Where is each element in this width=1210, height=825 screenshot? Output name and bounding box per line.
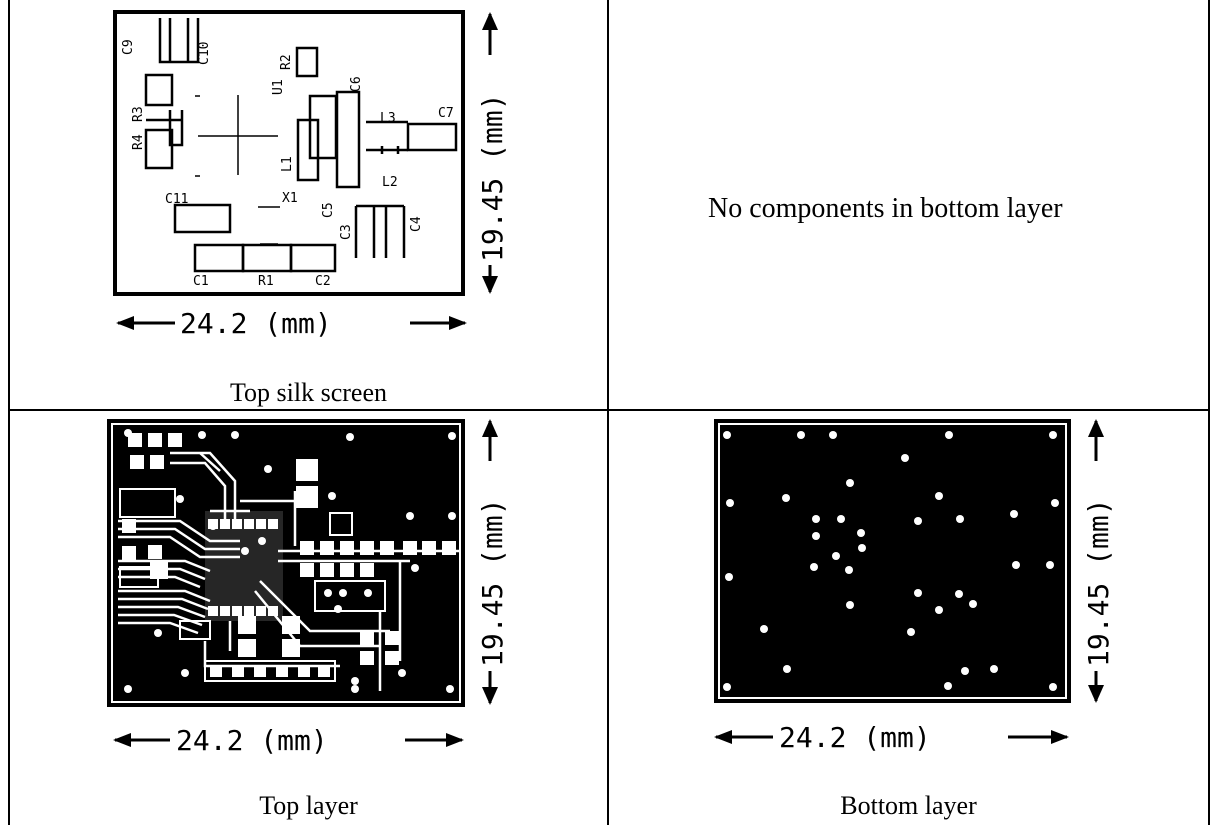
refdes-l2: L2	[382, 175, 398, 190]
refdes-c1: C1	[193, 274, 209, 289]
panel-top-silk-screen: C9 C10 R2 U1 C6 R3 R4 L3 C7 L1 L2 X1 C11…	[10, 0, 607, 409]
via-holes	[723, 431, 1059, 691]
height-label: 19.45 (mm)	[1082, 498, 1115, 667]
table-border-right	[1208, 0, 1210, 825]
height-dimension: 19.45 (mm)	[476, 12, 509, 294]
width-dimension: 24.2 (mm)	[113, 723, 464, 757]
refdes-c3: C3	[339, 224, 354, 240]
board-frame	[714, 419, 1071, 703]
refdes-u1: U1	[271, 79, 286, 95]
refdes-r2: R2	[279, 54, 294, 70]
refdes-c4: C4	[409, 216, 424, 232]
refdes-r4: R4	[131, 134, 146, 150]
refdes-r3: R3	[131, 106, 146, 122]
caption-top-silk-screen: Top silk screen	[229, 378, 388, 407]
caption-top-layer: Top layer	[259, 791, 358, 820]
top-layer-drawing: 19.45 (mm) 24.2 (mm)	[107, 419, 509, 757]
bottom-layer-drawing: 19.45 (mm) 24.2 (mm)	[714, 419, 1115, 754]
refdes-c6: C6	[349, 76, 364, 92]
panel-top-layer: 19.45 (mm) 24.2 (mm) Top layer	[10, 411, 607, 825]
height-label: 19.45 (mm)	[476, 498, 509, 667]
table-border-middle	[607, 0, 609, 825]
panel-bottom-silk: No components in bottom layer	[609, 0, 1208, 409]
refdes-r1: R1	[258, 274, 274, 289]
refdes-x1: X1	[282, 191, 298, 206]
width-label: 24.2 (mm)	[180, 307, 332, 340]
height-dimension: 19.45 (mm)	[1082, 419, 1115, 703]
refdes-c5: C5	[321, 202, 336, 218]
refdes-c9: C9	[121, 39, 136, 55]
refdes-c2: C2	[315, 274, 331, 289]
refdes-l3: L3	[380, 111, 396, 126]
width-dimension: 24.2 (mm)	[714, 720, 1069, 754]
width-dimension: 24.2 (mm)	[116, 306, 467, 340]
refdes-c7: C7	[438, 106, 454, 121]
height-dimension: 19.45 (mm)	[476, 419, 509, 705]
caption-bottom-layer: Bottom layer	[840, 791, 977, 820]
width-label: 24.2 (mm)	[176, 724, 328, 757]
board-outline	[113, 10, 465, 296]
table-border-left	[8, 0, 10, 825]
refdes-c10: C10	[197, 42, 212, 65]
silkscreen-drawing: C9 C10 R2 U1 C6 R3 R4 L3 C7 L1 L2 X1 C11…	[113, 10, 509, 340]
refdes-l1: L1	[280, 156, 295, 172]
table-border-row-divider	[8, 409, 1210, 411]
height-label: 19.45 (mm)	[476, 93, 509, 262]
refdes-c11: C11	[165, 192, 188, 207]
panel-bottom-layer: 19.45 (mm) 24.2 (mm) Bottom layer	[609, 411, 1208, 825]
width-label: 24.2 (mm)	[779, 721, 931, 754]
no-components-note: No components in bottom layer	[708, 193, 1063, 224]
